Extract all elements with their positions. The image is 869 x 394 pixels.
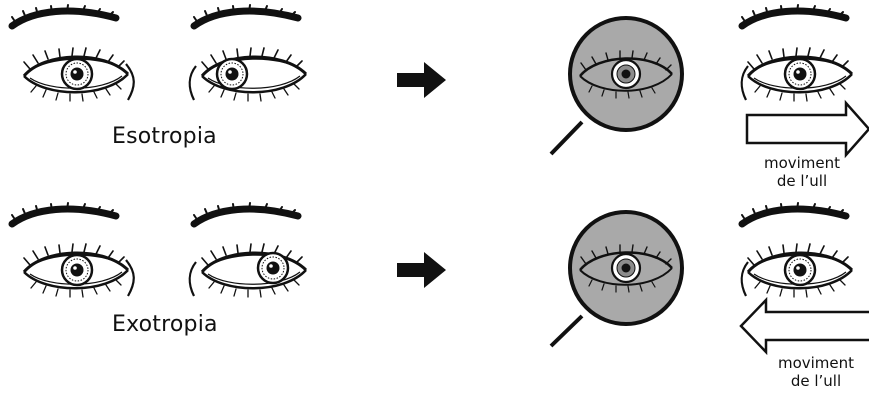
right-eye-drawing [12, 203, 134, 297]
movement-arrow-left-icon [741, 300, 869, 352]
movement-arrow-right-icon [747, 103, 869, 155]
corrected-eye-drawing [742, 203, 852, 297]
corrected-eye-drawing [742, 5, 852, 101]
note-line-2: de l’ull [752, 172, 852, 190]
eye-movement-note-2: moviment de l’ull [766, 354, 866, 390]
left-eye-deviated-outward [190, 203, 306, 297]
magnifying-glass-icon [551, 18, 682, 154]
note-line-2: de l’ull [766, 372, 866, 390]
right-eye-drawing [12, 5, 134, 101]
left-eye-deviated-inward [190, 5, 306, 101]
process-arrow-icon [397, 62, 446, 98]
esotropia-label: Esotropia [112, 124, 217, 149]
note-line-1: moviment [766, 354, 866, 372]
process-arrow-icon [397, 252, 446, 288]
note-line-1: moviment [752, 154, 852, 172]
exotropia-label: Exotropia [112, 312, 218, 337]
eye-movement-note-1: moviment de l’ull [752, 154, 852, 190]
magnifying-glass-icon [551, 212, 682, 346]
